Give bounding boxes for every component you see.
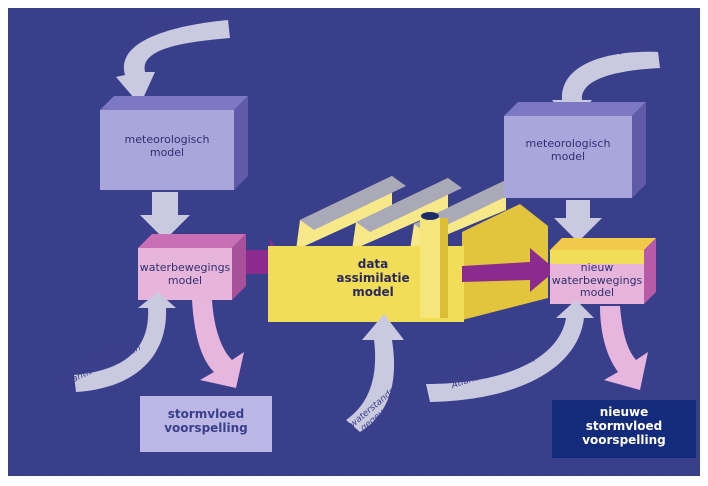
left-water-model-line2: model <box>167 273 203 287</box>
left-forecast-arrow <box>192 300 244 388</box>
center-water-data-arrow <box>346 314 404 432</box>
left-water-model-cube <box>138 234 246 300</box>
left-met-model-label: meteorologisch model <box>100 133 234 159</box>
right-meteorological-model-cube <box>504 102 646 198</box>
left-met-model-line2: model <box>149 145 185 159</box>
left-forecast-line1: stormvloed <box>167 407 245 421</box>
left-water-model-line1: waterbewegings <box>139 261 231 274</box>
right-water-model-line1: nieuw <box>580 261 614 274</box>
assimilation-line3: model <box>352 284 394 299</box>
data-assimilation-factory <box>268 176 548 322</box>
right-water-model-line3: model <box>579 286 615 300</box>
right-water-model-cube <box>550 238 656 304</box>
left-water-model-label: waterbewegings model <box>138 261 232 287</box>
right-water-model-label: nieuw waterbewegings model <box>550 261 644 300</box>
right-water-model-line2: waterbewegings <box>551 273 643 287</box>
right-met-model-line2: model <box>550 149 586 163</box>
left-met-to-water-arrow <box>140 192 190 240</box>
assimilation-line1: data <box>357 257 389 271</box>
left-forecast-line2: voorspelling <box>164 420 248 435</box>
factory-to-right-flow <box>462 248 556 292</box>
right-met-model-line1: meteorologisch <box>525 137 611 150</box>
assimilation-model-label: data assimilatie model <box>318 257 428 299</box>
left-meteo-input-arrow <box>116 20 230 105</box>
left-forecast-box <box>140 396 272 452</box>
right-forecast-label: nieuwe stormvloed voorspelling <box>552 405 696 447</box>
left-meteorological-model-cube <box>100 96 248 190</box>
right-forecast-box <box>552 400 696 458</box>
right-met-to-water-arrow <box>554 200 602 242</box>
left-met-model-line1: meteorologisch <box>124 133 210 146</box>
right-forecast-line3: voorspelling <box>582 432 666 447</box>
right-forecast-arrow <box>600 306 648 390</box>
right-met-model-label: meteorologisch model <box>504 137 632 163</box>
left-forecast-label: stormvloed voorspelling <box>140 407 272 436</box>
right-forecast-line1: nieuwe <box>599 405 649 419</box>
left-atlantic-input-arrow <box>74 292 176 392</box>
right-atlantic-input-arrow <box>426 300 594 402</box>
right-forecast-line2: stormvloed <box>585 418 663 433</box>
assimilation-line2: assimilatie <box>336 270 410 285</box>
